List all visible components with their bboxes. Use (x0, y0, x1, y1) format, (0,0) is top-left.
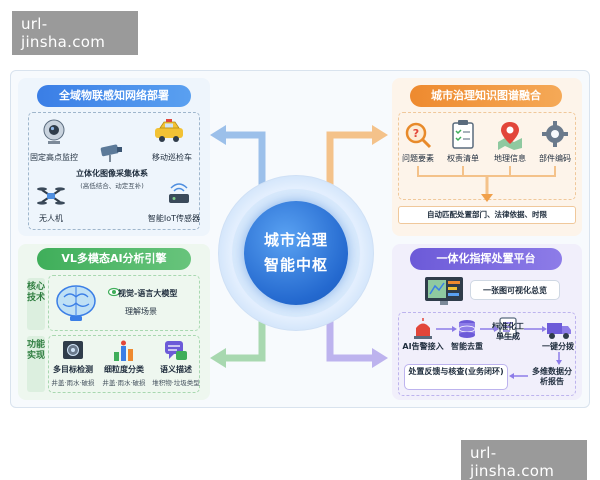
vl-func-classify: 细粒度分类 (104, 365, 144, 374)
cmd-title: 一体化指挥处置平台 (410, 248, 562, 270)
drone-label: 无人机 (39, 214, 63, 223)
cmd-step-dispatch: 一键分拨 (542, 342, 574, 351)
hub-core (244, 201, 348, 305)
arrow-hub-to-kg (326, 131, 372, 188)
vl-model: 视觉-语言大模型 (118, 289, 178, 298)
kg-item-geo: 地理信息 (494, 154, 526, 163)
svg-text:?: ? (413, 127, 419, 140)
database-icon (458, 320, 476, 338)
gear-icon (542, 121, 568, 147)
vl-func-box (48, 335, 200, 393)
cmd-step-dedup: 智能去重 (451, 342, 483, 351)
kg-result: 自动匹配处置部门、法律依据、时限 (398, 206, 576, 224)
arrow-vl-head (210, 348, 226, 368)
kg-item-code: 部件编码 (539, 154, 571, 163)
cctv-icon (100, 144, 122, 162)
eye-icon (108, 287, 120, 297)
iot-title: 全域物联感知网络部署 (37, 85, 191, 107)
alarm-icon (414, 318, 432, 339)
cmd-map-box (470, 280, 560, 300)
chat-icon (165, 341, 187, 360)
work-order-icon (499, 317, 517, 338)
arrow-iot-to-hub (225, 131, 266, 188)
sensor-label: 智能IoT传感器 (147, 214, 201, 223)
vl-func-describe: 语义描述 (160, 365, 192, 374)
sensor-icon (169, 183, 189, 203)
system-note: (高低结合、动定互补) (80, 182, 144, 190)
brain-icon (56, 285, 96, 321)
cmd-flow-box (398, 312, 576, 396)
cmd-map: 一张图可视化总览 (483, 286, 547, 295)
arrow-hub-to-vl (225, 318, 266, 362)
vl-func-detect-note: 井盖·雨水·破损 (51, 379, 95, 387)
drone-icon (37, 187, 65, 205)
dashboard-icon (425, 277, 463, 305)
classify-icon (114, 340, 133, 361)
watermark-bottom: url-jinsha.com (461, 440, 587, 480)
arrow-iot-head (210, 125, 226, 145)
vl-func-describe-note: 堆积物·垃圾类型 (152, 379, 200, 387)
kg-item-problem: 问题要素 (402, 154, 434, 163)
watermark-top: url-jinsha.com (12, 11, 138, 55)
camera-icon (43, 119, 65, 144)
vl-func-tag: 功能实现 (27, 336, 45, 392)
vl-func-detect: 多目标检测 (53, 365, 93, 374)
arrow-hub-to-cmd (326, 318, 372, 362)
arrow-cmd-head (372, 348, 388, 368)
map-pin-icon (498, 122, 522, 150)
vl-scene: 理解场景 (125, 307, 157, 316)
system-label: 立体化图像采集体系 (76, 169, 148, 178)
vl-core-box (48, 275, 200, 331)
vl-func-classify-note: 井盖·雨水·破损 (102, 379, 146, 387)
vl-title: VL多模态AI分析引擎 (37, 248, 191, 270)
vehicle-label: 移动巡检车 (152, 153, 192, 162)
hub-title-line2: 智能中枢 (263, 256, 328, 274)
cmd-report: 多维数据分析报告 (532, 367, 572, 386)
kg-title: 城市治理知识图谱融合 (410, 85, 562, 107)
cmd-feedback: 处置反馈与核查(业务闭环) (408, 367, 504, 376)
cmd-step-order: 标准化工单生成 (492, 322, 524, 341)
truck-icon (547, 323, 571, 339)
detection-icon (63, 341, 83, 359)
cmd-feedback-box (404, 364, 508, 390)
camera-label: 固定高点监控 (30, 153, 78, 162)
vl-core-tag: 核心技术 (27, 278, 45, 330)
vehicle-icon (155, 119, 183, 142)
hub-title-line1: 城市治理 (263, 231, 328, 249)
iot-content-box (28, 112, 200, 230)
arrow-kg-head (372, 125, 388, 145)
kg-item-duty: 权责清单 (447, 154, 479, 163)
vl-panel (18, 244, 210, 400)
checklist-icon (452, 120, 474, 149)
cmd-step-alarm: AI告警接入 (402, 342, 444, 351)
search-icon: ? (405, 122, 432, 149)
